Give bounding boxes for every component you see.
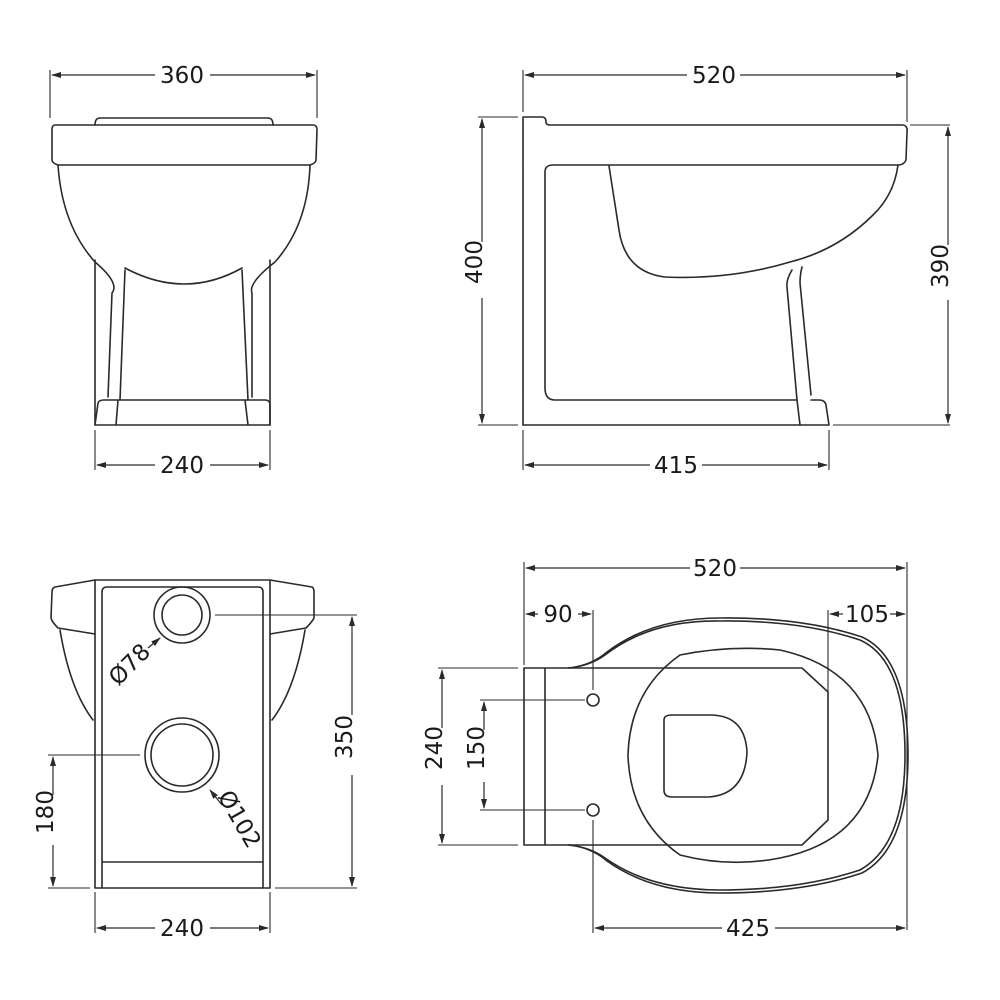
plan-rim-overhang-label: 105: [845, 602, 889, 628]
outlet-diameter-label: Ø102: [212, 786, 266, 853]
outlet-outer-circle: [144, 717, 220, 793]
plan-fixing-offset-label: 90: [543, 602, 572, 628]
rear-view: Ø78 Ø102 350 180 240: [33, 579, 358, 942]
side-pedestal-outline: [786, 266, 812, 426]
plan-back-section: [523, 667, 829, 846]
front-bowl-bottom: [124, 267, 243, 285]
inlet-outer-circle: [153, 586, 211, 644]
front-pedestal-inner: [119, 269, 249, 401]
front-view: 360 240: [49, 63, 318, 479]
front-bowl-right: [250, 164, 311, 398]
front-base-width-label: 240: [160, 453, 204, 479]
inlet-height-label: 350: [332, 715, 358, 759]
side-view: 520 400 390 415: [462, 63, 954, 479]
front-rim-outline: [51, 124, 318, 166]
side-height-label: 400: [462, 240, 488, 284]
fixing-hole-top: [586, 693, 600, 707]
outlet-height-label: 180: [33, 790, 59, 834]
outlet-inner-circle: [150, 723, 214, 787]
plan-fixing-to-front-label: 425: [726, 916, 770, 942]
front-bowl-left: [57, 164, 115, 398]
plan-length-label: 520: [693, 556, 737, 582]
rear-back-panel: [94, 579, 271, 889]
rear-rim-left: [50, 579, 96, 635]
side-base-length-label: 415: [654, 453, 698, 479]
front-lid-outline: [94, 117, 274, 126]
rear-base-width-label: 240: [160, 916, 204, 942]
side-length-label: 520: [692, 63, 736, 89]
front-pedestal-sides: [94, 259, 271, 426]
rear-rim-right: [269, 579, 315, 635]
fixing-hole-bottom: [586, 803, 600, 817]
rear-bowl-sides: [59, 629, 306, 721]
side-base-outline: [522, 399, 830, 426]
front-top-width-label: 360: [160, 63, 204, 89]
plan-outer-rim: [567, 620, 906, 891]
side-bowl-outline: [608, 164, 899, 279]
plan-fixing-spacing-label: 150: [464, 726, 490, 770]
inlet-diameter-label: Ø78: [104, 639, 156, 691]
side-body-outline: [522, 116, 908, 426]
plan-outer-rim-edge: [569, 617, 909, 894]
front-plinth: [94, 399, 271, 426]
plan-bowl-inner: [627, 647, 879, 864]
plan-view: 520 90 105 240 150 425: [422, 556, 909, 942]
plan-back-width-label: 240: [422, 726, 448, 770]
side-rim-height-label: 390: [928, 244, 954, 288]
plan-water-outlet: [663, 714, 748, 798]
inlet-inner-circle: [161, 594, 203, 636]
